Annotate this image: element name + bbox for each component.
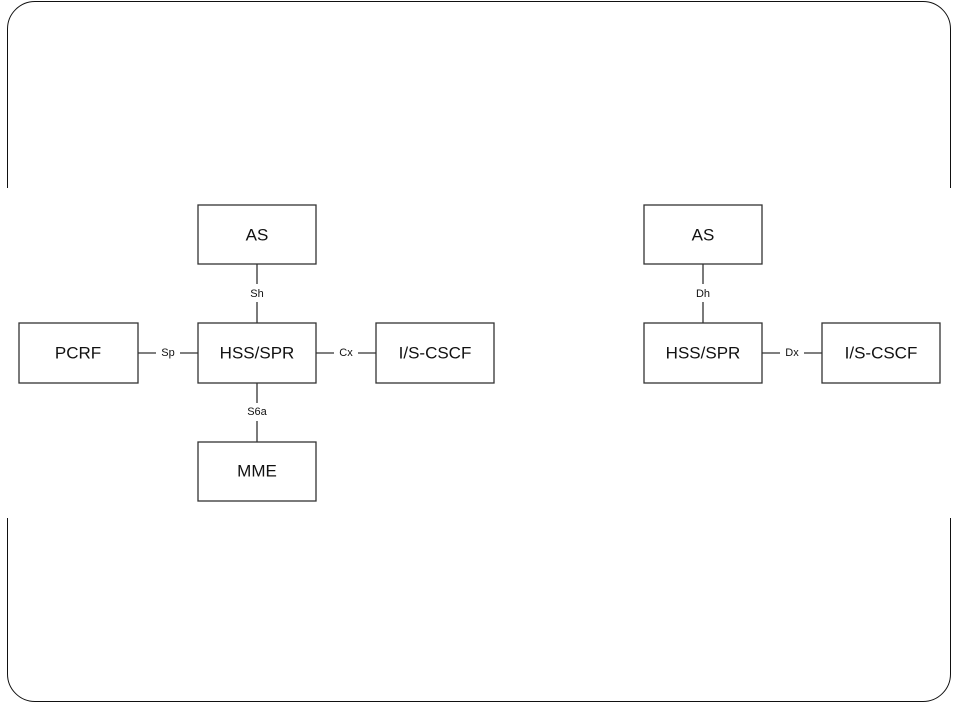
as-label-right: AS — [692, 226, 715, 245]
hss-spr-label-left: HSS/SPR — [220, 344, 295, 363]
as-box-left — [197, 204, 317, 265]
pcrf-label: PCRF — [55, 344, 101, 363]
sh-label-bg — [244, 284, 270, 302]
cscf-box-right — [821, 322, 941, 384]
cscf-label-left: I/S-CSCF — [399, 344, 472, 363]
left-diagram: AS HSS/SPR PCRF I/S-CSCF MME Sh Sp Cx S6… — [18, 204, 495, 502]
cx-interface-label: Cx — [339, 347, 353, 359]
sp-label-bg — [156, 344, 180, 362]
cscf-box-left — [375, 322, 495, 384]
dx-label-bg — [780, 344, 804, 362]
as-box-right — [643, 204, 763, 265]
sh-interface-label: Sh — [250, 288, 263, 300]
cx-label-bg — [334, 344, 358, 362]
cscf-label-right: I/S-CSCF — [845, 344, 918, 363]
dx-interface-label: Dx — [785, 347, 799, 359]
as-label-left: AS — [246, 226, 269, 245]
dh-label-bg — [690, 284, 716, 302]
hss-spr-box-right — [643, 322, 763, 384]
s6a-label-bg — [242, 403, 272, 421]
mme-label: MME — [237, 462, 277, 481]
dh-interface-label: Dh — [696, 288, 710, 300]
right-diagram: AS HSS/SPR I/S-CSCF Dh Dx — [643, 204, 941, 384]
pcrf-box — [18, 322, 139, 384]
sp-interface-label: Sp — [161, 347, 174, 359]
hss-spr-label-right: HSS/SPR — [666, 344, 741, 363]
mme-box — [197, 441, 317, 502]
s6a-interface-label: S6a — [247, 406, 267, 418]
hss-spr-box-left — [197, 322, 317, 384]
